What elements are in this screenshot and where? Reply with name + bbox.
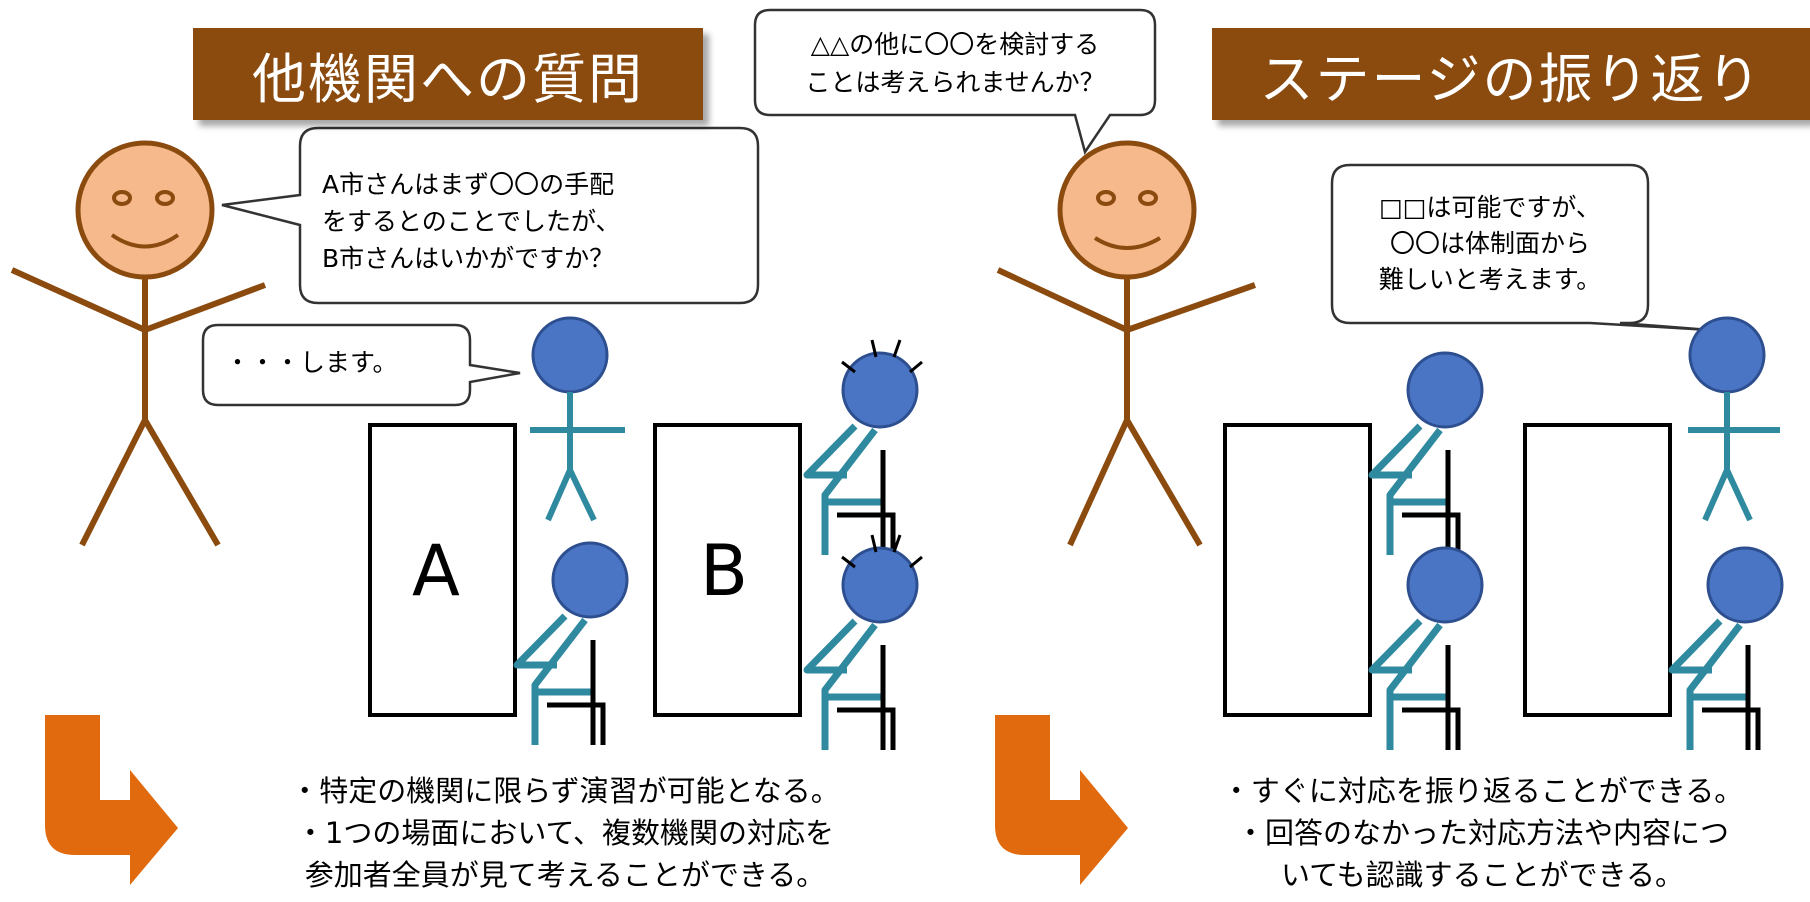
bubble-question-line: A市さんはまず〇〇の手配 bbox=[322, 170, 615, 199]
conclusion-right-line: ・すぐに対応を振り返ることができる。 bbox=[1221, 774, 1744, 808]
bubble-question-line: B市さんはいかがですか？ bbox=[322, 244, 615, 273]
conclusion-left-line: ・1つの場面において、複数機関の対応を bbox=[295, 816, 835, 850]
participant-seated-a bbox=[517, 543, 627, 745]
conclusion-left-line: ・特定の機関に限らず演習が可能となる。 bbox=[290, 774, 840, 808]
desk-d bbox=[1523, 423, 1672, 717]
conclusion-right: ・すぐに対応を振り返ることができる。 ・回答のなかった対応方法や内容につ いても… bbox=[1155, 770, 1810, 896]
bubble-question-text: A市さんはまず〇〇の手配 をするとのことでしたが、 B市さんはいかがですか？ bbox=[322, 166, 722, 277]
desk-b bbox=[653, 423, 802, 717]
arrow-icon-left bbox=[45, 715, 178, 885]
bubble-top-text: △△の他に〇〇を検討する ことは考えられませんか？ bbox=[760, 26, 1150, 102]
bubble-reply-text: ・・・します。 bbox=[225, 348, 398, 377]
speech-bubble-answer bbox=[1330, 163, 1711, 332]
title-right: ステージの振り返り bbox=[1212, 28, 1810, 120]
bubble-answer-text: □□は可能ですが、 〇〇は体制面から 難しいと考えます。 bbox=[1340, 190, 1640, 298]
participant-seated-b-bottom bbox=[807, 548, 917, 750]
bubble-answer-line: □□は可能ですが、 bbox=[1379, 193, 1601, 222]
conclusion-right-line: いても認識することができる。 bbox=[1280, 858, 1685, 892]
participant-standing-a bbox=[530, 316, 625, 522]
participant-standing-d bbox=[1688, 316, 1780, 522]
participant-seated-b-top bbox=[807, 353, 917, 555]
desk-c bbox=[1223, 423, 1372, 717]
bubble-question-line: をするとのことでしたが、 bbox=[322, 207, 621, 236]
bubble-top-line: ことは考えられませんか？ bbox=[805, 68, 1105, 97]
speech-bubble-top bbox=[753, 8, 1157, 155]
facilitator-figure-center bbox=[996, 140, 1256, 547]
bubble-answer-line: 〇〇は体制面から bbox=[1389, 229, 1590, 258]
desk-b-label: B bbox=[700, 530, 749, 612]
participant-seated-c-top bbox=[1372, 353, 1482, 555]
speech-bubble-reply bbox=[201, 323, 521, 407]
bubble-answer-line: 難しいと考えます。 bbox=[1378, 265, 1602, 294]
desk-a bbox=[368, 423, 517, 717]
bubble-top-line: △△の他に〇〇を検討する bbox=[810, 30, 1100, 59]
desk-a-label: A bbox=[412, 530, 460, 612]
arrow-icon-right bbox=[995, 715, 1128, 885]
conclusion-right-line: ・回答のなかった対応方法や内容につ bbox=[1235, 816, 1729, 850]
participant-seated-d-bottom bbox=[1672, 548, 1782, 750]
participant-seated-c-bottom bbox=[1372, 548, 1482, 750]
speech-bubble-question bbox=[221, 126, 760, 305]
thinking-marks-top bbox=[841, 339, 923, 374]
thinking-marks-bottom bbox=[841, 534, 923, 569]
conclusion-left-line: 参加者全員が見て考えることができる。 bbox=[304, 858, 826, 892]
conclusion-left: ・特定の機関に限らず演習が可能となる。 ・1つの場面において、複数機関の対応を … bbox=[205, 770, 925, 896]
title-left: 他機関への質問 bbox=[193, 28, 703, 120]
facilitator-figure-left bbox=[10, 140, 267, 547]
